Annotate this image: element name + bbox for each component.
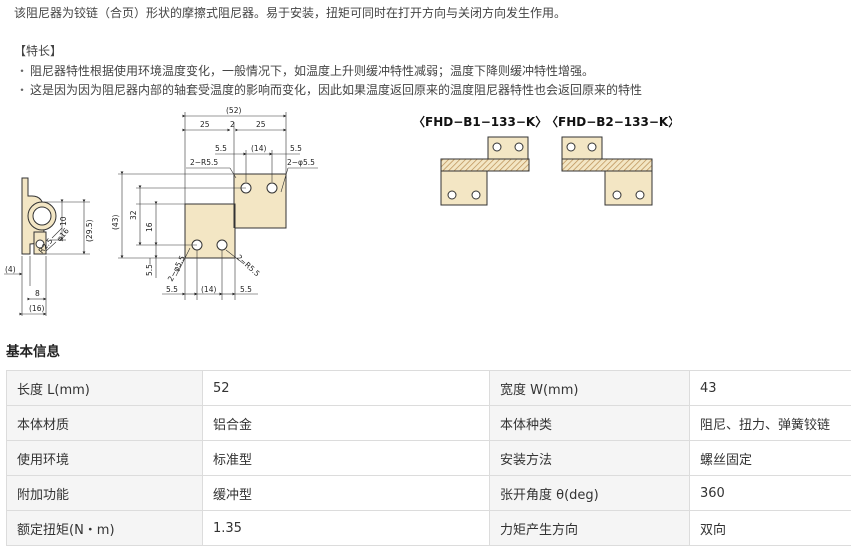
spec-value: 1.35 <box>202 510 490 546</box>
feature-item: ・这是因为因为阻尼器内部的轴套受温度的影响而变化，因此如果温度返回原来的温度阻尼… <box>16 81 642 98</box>
spec-value: 52 <box>202 370 490 406</box>
variant-b1-drawing <box>440 136 530 206</box>
side-view <box>21 177 57 255</box>
table-row: 附加功能 缓冲型 张开角度 θ(deg) 360 <box>6 475 851 511</box>
product-description: 该阻尼器为铰链（合页）形状的摩擦式阻尼器。易于安装，扭矩可同时在打开方向与关闭方… <box>14 6 567 20</box>
variant-b1-hinge <box>440 158 530 172</box>
spec-label: 使用环境 <box>6 440 203 476</box>
variant-b2-hinge <box>561 158 653 172</box>
features-heading: 【特长】 <box>14 44 63 58</box>
front-view-dimension-lines <box>118 112 318 300</box>
variant-b2-hole <box>587 142 597 152</box>
bullet-dot-icon: ・ <box>16 64 29 78</box>
front-view-upper-leaf <box>233 173 287 229</box>
table-row: 长度 L(mm) 52 宽度 W(mm) 43 <box>6 370 851 406</box>
dim-r5-5b: 2−R5.5 <box>235 253 262 279</box>
variant-b1-hole <box>492 142 502 152</box>
table-row: 额定扭矩(N・m) 1.35 力矩产生方向 双向 <box>6 510 851 546</box>
variant-b2-drawing <box>561 136 653 206</box>
dim-16b: (16) <box>29 304 44 313</box>
spec-value: 螺丝固定 <box>689 440 851 476</box>
spec-value: 铝合金 <box>202 405 490 441</box>
variant-b2-hole <box>566 142 576 152</box>
dim-16: 16 <box>145 222 154 232</box>
front-view-lower-leaf <box>184 203 236 259</box>
spec-label: 本体种类 <box>489 405 690 441</box>
variant-b1-hole <box>447 190 457 200</box>
front-view <box>184 173 287 259</box>
dim-4: (4) <box>5 265 16 274</box>
spec-value: 缓冲型 <box>202 475 490 511</box>
variant-b2-hole <box>635 190 645 200</box>
spec-label: 额定扭矩(N・m) <box>6 510 203 546</box>
variant-b1-hole <box>514 142 524 152</box>
spec-label: 本体材质 <box>6 405 203 441</box>
spec-label: 宽度 W(mm) <box>489 370 690 406</box>
spec-value: 43 <box>689 370 851 406</box>
dim-2: 2 <box>230 120 235 129</box>
feature-item: ・阻尼器特性根据使用环境温度变化，一般情况下，如温度上升则缓冲特性减弱；温度下降… <box>16 62 594 79</box>
dim-14a: (14) <box>251 144 266 153</box>
dim-25a: 25 <box>200 120 210 129</box>
dim-14b: (14) <box>201 285 216 294</box>
spec-value: 阻尼、扭力、弹簧铰链 <box>689 405 851 441</box>
table-row: 本体材质 铝合金 本体种类 阻尼、扭力、弹簧铰链 <box>6 405 851 441</box>
spec-value: 双向 <box>689 510 851 546</box>
variant-b2-hole <box>612 190 622 200</box>
feature-text: 这是因为因为阻尼器内部的轴套受温度的影响而变化，因此如果温度返回原来的温度阻尼器… <box>30 83 643 97</box>
spec-table: 长度 L(mm) 52 宽度 W(mm) 43 本体材质 铝合金 本体种类 阻尼… <box>6 370 851 546</box>
dim-52: (52) <box>226 106 241 115</box>
table-row: 使用环境 标准型 安装方法 螺丝固定 <box>6 440 851 476</box>
spec-label: 附加功能 <box>6 475 203 511</box>
spec-value: 360 <box>689 475 851 511</box>
dim-5-5a: 5.5 <box>215 144 227 153</box>
spec-label: 长度 L(mm) <box>6 370 203 406</box>
dim-25b: 25 <box>256 120 266 129</box>
dim-5-5e: 5.5 <box>240 285 252 294</box>
dim-phi5-5a: 2−φ5.5 <box>287 158 315 167</box>
variant-title-b2: 〈FHD−B2−133−K〉 <box>546 114 672 129</box>
spec-label: 张开角度 θ(deg) <box>489 475 690 511</box>
feature-text: 阻尼器特性根据使用环境温度变化，一般情况下，如温度上升则缓冲特性减弱；温度下降则… <box>30 64 595 78</box>
dim-29-5: (29.5) <box>85 219 94 242</box>
variant-b1-hole <box>471 190 481 200</box>
spec-value: 标准型 <box>202 440 490 476</box>
side-view-dimension-lines <box>4 199 90 316</box>
side-view-foot-hole <box>35 239 45 249</box>
dim-5-5c: 5.5 <box>145 264 154 276</box>
bullet-dot-icon: ・ <box>16 83 29 97</box>
dimension-drawing: 10 (29.5) φ16 R2.5 (4) 8 (16) <box>4 106 672 316</box>
spec-label: 力矩产生方向 <box>489 510 690 546</box>
front-view-hole <box>216 239 228 251</box>
spec-label: 安装方法 <box>489 440 690 476</box>
dim-5-5d: 5.5 <box>166 285 178 294</box>
basic-info-heading: 基本信息 <box>6 344 60 360</box>
side-view-inner-ring <box>32 206 52 226</box>
dim-phi16: φ16 <box>55 226 71 243</box>
dim-32: 32 <box>129 210 138 220</box>
variant-title-b1: 〈FHD−B1−133−K〉 <box>413 114 547 129</box>
dim-8: 8 <box>35 289 40 298</box>
dim-r5-5a: 2−R5.5 <box>190 158 218 167</box>
dim-5-5b: 5.5 <box>290 144 302 153</box>
dim-43: (43) <box>111 215 120 230</box>
dim-10: 10 <box>59 216 68 226</box>
front-view-hole <box>266 182 278 194</box>
